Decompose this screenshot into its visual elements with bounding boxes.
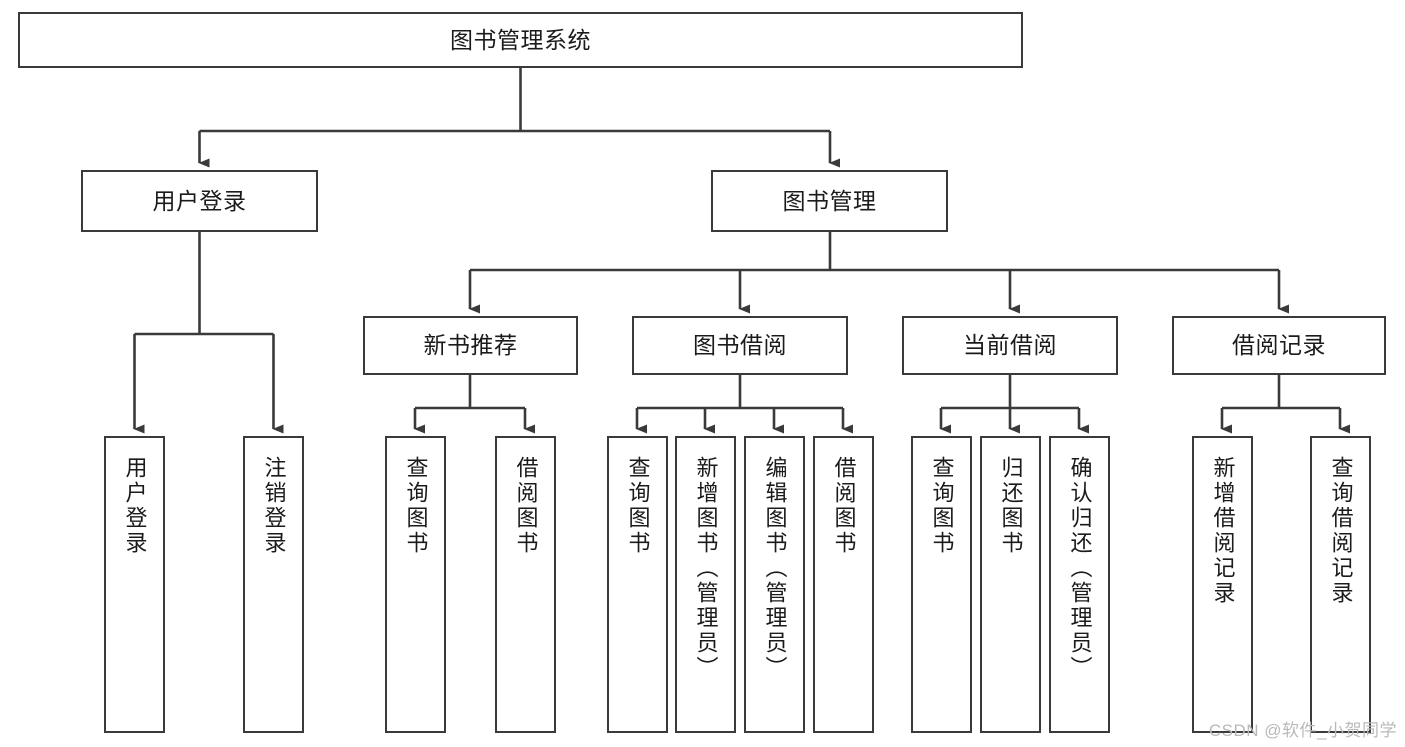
node-label: 编辑图书（管理员）: [762, 456, 788, 681]
leaf-user-login-signin[interactable]: 用户登录: [104, 436, 165, 733]
node-label: 新增图书（管理员）: [693, 456, 719, 681]
leaf-book-borrow-edit[interactable]: 编辑图书（管理员）: [744, 436, 805, 733]
node-new-book-recommend[interactable]: 新书推荐: [363, 316, 578, 375]
node-label: 借阅记录: [1232, 332, 1326, 358]
node-label: 新增借阅记录: [1210, 456, 1236, 606]
leaf-book-borrow-add[interactable]: 新增图书（管理员）: [675, 436, 736, 733]
node-current-borrow[interactable]: 当前借阅: [902, 316, 1118, 375]
node-label: 图书借阅: [693, 332, 787, 358]
node-label: 借阅图书: [513, 456, 539, 556]
leaf-new-book-borrow[interactable]: 借阅图书: [495, 436, 556, 733]
leaf-book-borrow-query[interactable]: 查询图书: [607, 436, 668, 733]
node-label: 当前借阅: [963, 332, 1057, 358]
node-label: 归还图书: [998, 456, 1024, 556]
node-label: 图书管理系统: [450, 26, 591, 53]
node-label: 查询图书: [929, 456, 955, 556]
node-label: 注销登录: [261, 456, 287, 556]
leaf-book-borrow-lend[interactable]: 借阅图书: [813, 436, 874, 733]
leaf-user-login-signout[interactable]: 注销登录: [243, 436, 304, 733]
leaf-borrow-record-add[interactable]: 新增借阅记录: [1192, 436, 1253, 733]
leaf-borrow-record-query[interactable]: 查询借阅记录: [1310, 436, 1371, 733]
leaf-current-borrow-confirm-return[interactable]: 确认归还（管理员）: [1049, 436, 1110, 733]
node-label: 新书推荐: [423, 332, 518, 358]
node-root-system[interactable]: 图书管理系统: [18, 12, 1023, 68]
node-borrow-record[interactable]: 借阅记录: [1172, 316, 1386, 375]
leaf-current-borrow-return[interactable]: 归还图书: [980, 436, 1041, 733]
node-book-management[interactable]: 图书管理: [711, 170, 948, 232]
node-label: 查询图书: [403, 456, 429, 556]
node-label: 用户登录: [122, 456, 148, 556]
watermark-text: CSDN @软件_小贺同学: [1208, 721, 1397, 740]
node-label: 借阅图书: [831, 456, 857, 556]
node-label: 用户登录: [152, 187, 247, 214]
node-label: 查询图书: [625, 456, 651, 556]
leaf-new-book-query[interactable]: 查询图书: [385, 436, 446, 733]
node-label: 确认归还（管理员）: [1067, 456, 1093, 681]
node-label: 图书管理: [782, 187, 877, 214]
node-label: 查询借阅记录: [1328, 456, 1354, 606]
node-book-borrow[interactable]: 图书借阅: [632, 316, 848, 375]
node-user-login[interactable]: 用户登录: [81, 170, 318, 232]
leaf-current-borrow-query[interactable]: 查询图书: [911, 436, 972, 733]
